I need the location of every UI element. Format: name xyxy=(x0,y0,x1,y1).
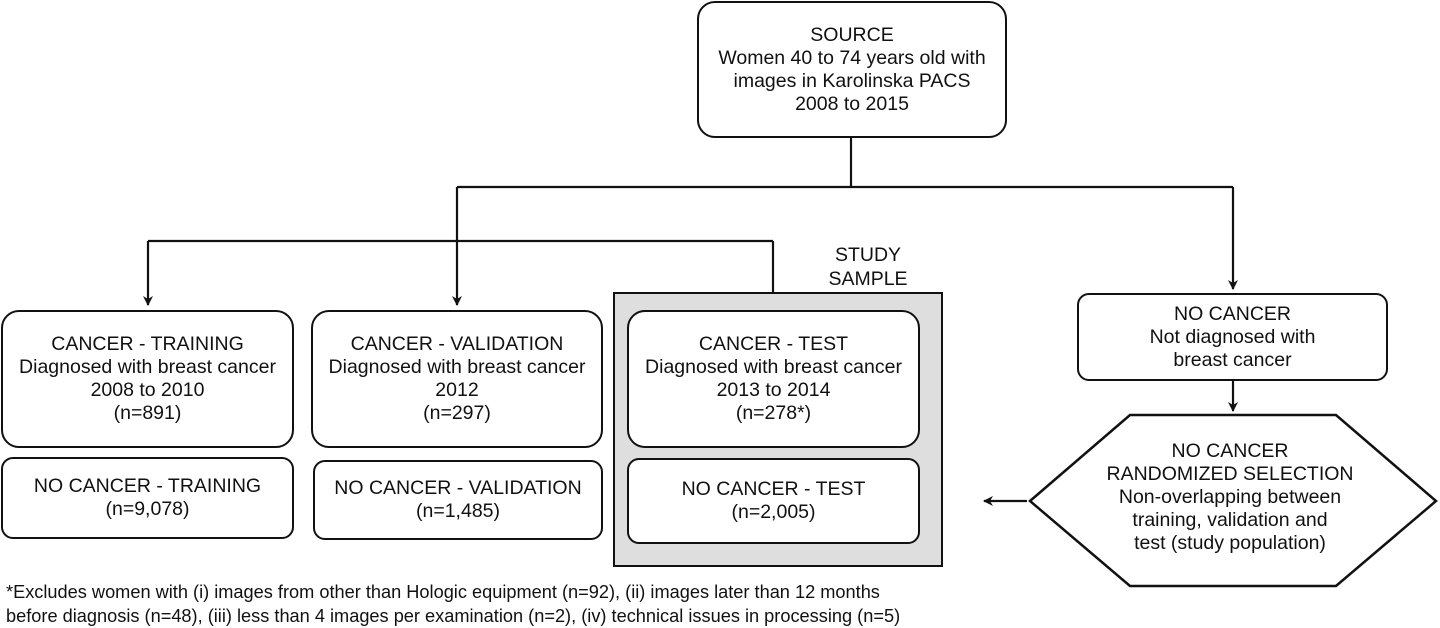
no-cancer-line-1: Not diagnosed with xyxy=(1149,325,1316,348)
footnote-line-1: *Excludes women with (i) images from oth… xyxy=(6,582,880,602)
cancer-test-box: CANCER - TEST Diagnosed with breast canc… xyxy=(627,310,920,448)
source-box: SOURCE Women 40 to 74 years old with ima… xyxy=(697,1,1007,138)
no-cancer-title: NO CANCER xyxy=(1173,302,1291,325)
randomized-title: NO CANCER xyxy=(1171,440,1289,462)
footnote: *Excludes women with (i) images from oth… xyxy=(6,580,900,628)
cancer-validation-line-2: 2012 xyxy=(435,379,479,401)
randomized-line-1: RANDOMIZED SELECTION xyxy=(1106,463,1354,485)
cancer-validation-box: CANCER - VALIDATION Diagnosed with breas… xyxy=(311,310,603,448)
source-title: SOURCE xyxy=(810,23,894,46)
cancer-validation-line-1: Diagnosed with breast cancer xyxy=(328,356,586,378)
footnote-line-2: before diagnosis (n=48), (iii) less than… xyxy=(6,606,901,626)
cancer-training-line-1: Diagnosed with breast cancer xyxy=(19,356,276,378)
cancer-validation-count: (n=297) xyxy=(423,402,491,424)
cancer-test-count: (n=278*) xyxy=(735,402,812,424)
study-sample-label: STUDY SAMPLE xyxy=(808,243,928,291)
source-line-3: 2008 to 2015 xyxy=(795,92,909,115)
cancer-training-title: CANCER - TRAINING xyxy=(51,333,244,355)
no-cancer-test-count: (n=2,005) xyxy=(731,501,816,523)
randomized-line-3: training, validation and xyxy=(1132,509,1328,531)
no-cancer-validation-box: NO CANCER - VALIDATION (n=1,485) xyxy=(313,460,603,540)
source-line-2: images in Karolinska PACS xyxy=(733,69,971,92)
cancer-training-count: (n=891) xyxy=(113,402,182,424)
randomized-hexagon xyxy=(1028,413,1438,588)
no-cancer-validation-count: (n=1,485) xyxy=(415,500,501,522)
no-cancer-test-box: NO CANCER - TEST (n=2,005) xyxy=(627,458,920,544)
cancer-validation-title: CANCER - VALIDATION xyxy=(350,333,564,355)
no-cancer-line-2: breast cancer xyxy=(1173,348,1292,371)
randomized-line-2: Non-overlapping between xyxy=(1118,486,1342,508)
randomized-line-4: test (study population) xyxy=(1134,532,1326,554)
randomized-selection-text: NO CANCER RANDOMIZED SELECTION Non-overl… xyxy=(1040,440,1420,555)
study-sample-line-1: STUDY xyxy=(834,244,902,266)
no-cancer-training-title: NO CANCER - TRAINING xyxy=(33,475,262,497)
no-cancer-box: NO CANCER Not diagnosed with breast canc… xyxy=(1077,293,1388,381)
study-sample-line-2: SAMPLE xyxy=(828,268,908,290)
no-cancer-training-box: NO CANCER - TRAINING (n=9,078) xyxy=(1,457,294,539)
source-line-1: Women 40 to 74 years old with xyxy=(718,46,986,69)
no-cancer-test-title: NO CANCER - TEST xyxy=(681,478,866,500)
cancer-test-line-1: Diagnosed with breast cancer xyxy=(645,356,902,378)
cancer-test-title: CANCER - TEST xyxy=(698,333,849,355)
no-cancer-training-count: (n=9,078) xyxy=(105,498,190,520)
no-cancer-validation-title: NO CANCER - VALIDATION xyxy=(334,477,582,499)
cancer-training-line-2: 2008 to 2010 xyxy=(90,379,205,401)
cancer-training-box: CANCER - TRAINING Diagnosed with breast … xyxy=(1,310,294,448)
cancer-test-line-2: 2013 to 2014 xyxy=(716,379,831,401)
